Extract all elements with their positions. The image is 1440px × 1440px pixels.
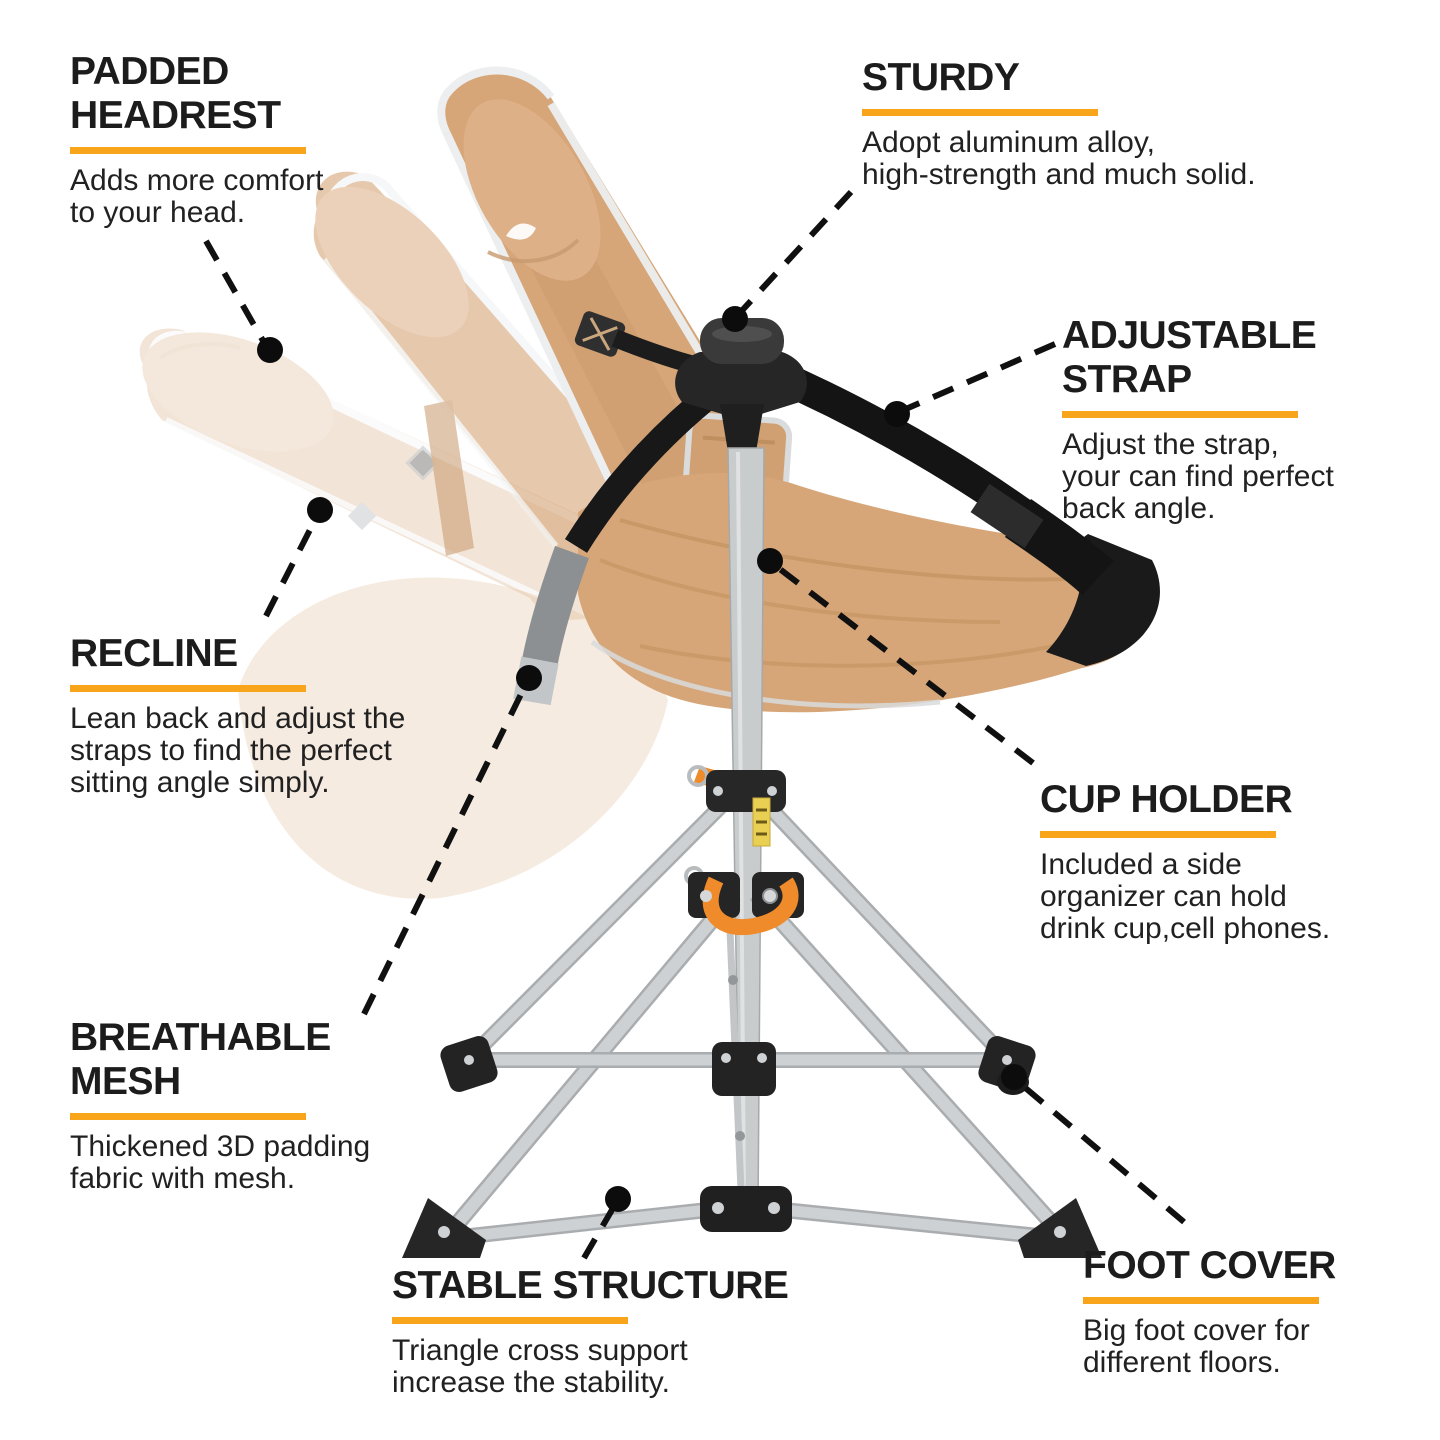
foot-cover-title: FOOT COVER bbox=[1083, 1244, 1336, 1287]
strap-sleeve bbox=[520, 545, 589, 676]
dot-padded-headrest bbox=[257, 337, 283, 363]
leader-recline bbox=[263, 512, 321, 618]
leader-adjustable-strap bbox=[897, 341, 1057, 415]
adjustable-strap-title: ADJUSTABLE STRAP bbox=[1062, 314, 1317, 401]
dot-adjustable-strap bbox=[884, 401, 910, 427]
foot-cover-right bbox=[1018, 1198, 1102, 1258]
sturdy-underline bbox=[862, 109, 1098, 116]
dot-cup-holder bbox=[757, 548, 783, 574]
recline-title: RECLINE bbox=[70, 632, 238, 675]
leader-sturdy bbox=[734, 189, 854, 319]
bottom-center-joint bbox=[700, 1186, 792, 1232]
orange-pull-strap bbox=[702, 876, 799, 936]
leader-cup-holder bbox=[770, 560, 1035, 766]
sturdy-title: STURDY bbox=[862, 56, 1020, 99]
padded-headrest-title: PADDED HEADREST bbox=[70, 50, 281, 137]
dot-breathable-mesh bbox=[516, 665, 542, 691]
callout-adjustable-strap: ADJUSTABLE STRAP Adjust the strap, your … bbox=[1062, 314, 1334, 525]
back-piping-left bbox=[437, 66, 555, 136]
swivel-hub bbox=[675, 318, 807, 452]
padded-headrest-underline bbox=[70, 147, 306, 154]
leader-padded-headrest bbox=[203, 239, 269, 348]
leader-lines bbox=[203, 189, 1186, 1260]
main-chair bbox=[437, 66, 1160, 1209]
callout-stable-structure: STABLE STRUCTURE Triangle cross support … bbox=[392, 1264, 789, 1399]
recline-description: Lean back and adjust the straps to find … bbox=[70, 702, 406, 799]
dot-recline bbox=[307, 497, 333, 523]
sturdy-description: Adopt aluminum alloy, high-strength and … bbox=[862, 126, 1256, 191]
dot-stable-structure bbox=[605, 1186, 631, 1212]
dot-sturdy bbox=[722, 306, 748, 332]
callout-sturdy: STURDY Adopt aluminum alloy, high-streng… bbox=[862, 56, 1256, 191]
ghost-chair-flat bbox=[139, 328, 649, 620]
callout-padded-headrest: PADDED HEADREST Adds more comfort to you… bbox=[70, 50, 323, 229]
callout-recline: RECLINE Lean back and adjust the straps … bbox=[70, 632, 405, 799]
upper-hinge-clamp bbox=[687, 765, 786, 812]
headrest-pillow bbox=[463, 99, 601, 281]
brand-logo bbox=[506, 223, 536, 240]
lower-hinge-clamp bbox=[684, 866, 804, 936]
stable-structure-description: Triangle cross support increase the stab… bbox=[392, 1334, 688, 1399]
stable-structure-title: STABLE STRUCTURE bbox=[392, 1264, 789, 1307]
padded-headrest-description: Adds more comfort to your head. bbox=[70, 164, 324, 229]
leader-breathable-mesh bbox=[361, 680, 530, 1016]
callout-cup-holder: CUP HOLDER Included a side organizer can… bbox=[1040, 778, 1330, 945]
ghost-chair-mid bbox=[313, 171, 686, 578]
breathable-mesh-description: Thickened 3D padding fabric with mesh. bbox=[70, 1130, 371, 1195]
stable-structure-underline bbox=[392, 1317, 628, 1324]
rear-right-leg bbox=[749, 786, 1010, 1062]
callout-breathable-mesh: BREATHABLE MESH Thickened 3D padding fab… bbox=[70, 1016, 370, 1195]
ghost-seat bbox=[238, 577, 668, 899]
breathable-mesh-title: BREATHABLE MESH bbox=[70, 1016, 331, 1103]
seat-end-wrap bbox=[1046, 534, 1160, 666]
breathable-mesh-underline bbox=[70, 1113, 306, 1120]
leader-stable-structure bbox=[581, 1201, 619, 1260]
foot-cover-left bbox=[402, 1198, 486, 1258]
tripod-stand bbox=[402, 765, 1102, 1258]
callout-foot-cover: FOOT COVER Big foot cover for different … bbox=[1083, 1244, 1336, 1379]
cup-holder-underline bbox=[1040, 831, 1276, 838]
rear-left-leg bbox=[466, 786, 741, 1062]
cup-holder-description: Included a side organizer can hold drink… bbox=[1040, 848, 1331, 945]
cup-holder-title: CUP HOLDER bbox=[1040, 778, 1293, 821]
recline-underline bbox=[70, 685, 306, 692]
foot-cover-description: Big foot cover for different floors. bbox=[1083, 1314, 1310, 1379]
leader-dots bbox=[257, 306, 1027, 1212]
foot-cover-underline bbox=[1083, 1297, 1319, 1304]
adjustable-strap-underline bbox=[1062, 411, 1298, 418]
adjustable-strap-description: Adjust the strap, your can find perfect … bbox=[1062, 428, 1334, 525]
warning-label bbox=[752, 797, 771, 847]
dot-foot-cover bbox=[1001, 1064, 1027, 1090]
